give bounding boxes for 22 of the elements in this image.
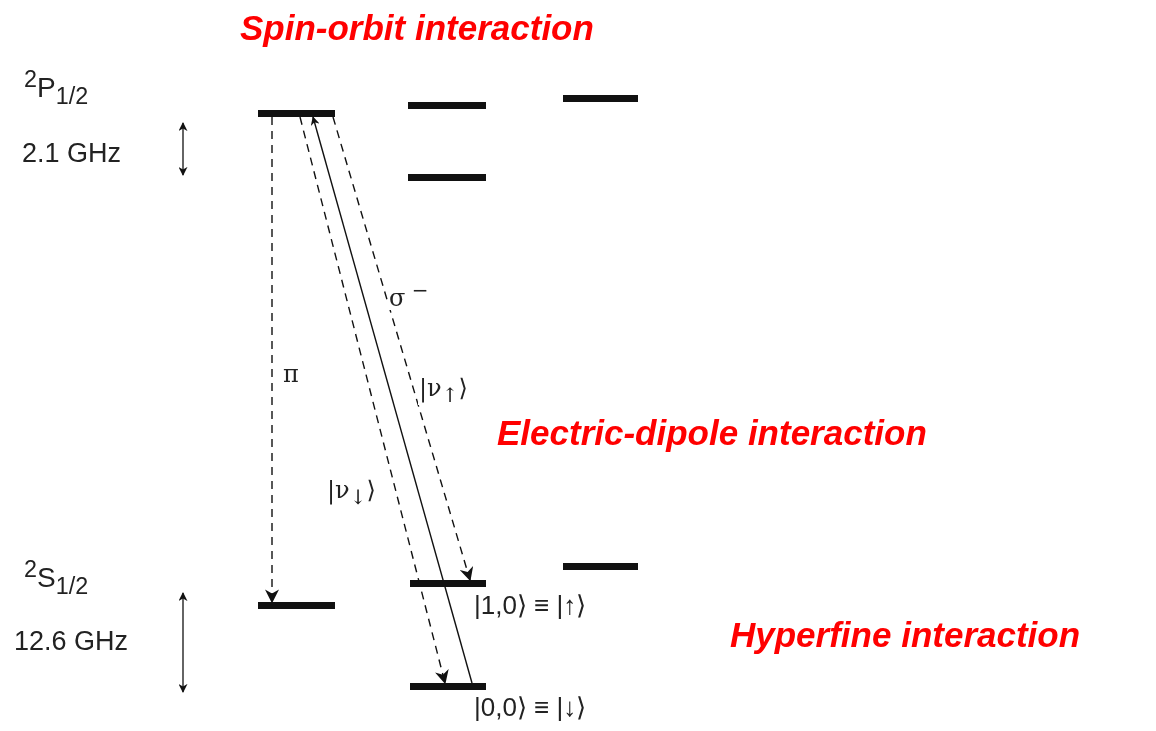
- term-symbol: $^{2}$P$_{1/2}$: [24, 68, 89, 109]
- transition-arrow: [310, 116, 473, 684]
- energy-level-bar: [258, 602, 335, 609]
- transition-arrow: [265, 116, 279, 604]
- heading: Hyperfine interaction: [730, 617, 1081, 652]
- term-symbol: $^{2}$S$_{1/2}$: [24, 558, 89, 599]
- heading: Electric-dipole interaction: [497, 415, 927, 450]
- frequency-label: 2.1 GHz: [22, 140, 122, 167]
- edge-label: |ν$_{↑}$⟩: [418, 376, 469, 405]
- energy-level-bar: [410, 683, 486, 690]
- energy-level-bar: [410, 580, 486, 587]
- state-label: |0,0⟩ ≡ |↓⟩: [474, 694, 587, 720]
- heading: Spin-orbit interaction: [240, 10, 594, 45]
- energy-level-bar: [563, 95, 638, 102]
- transition-arrow: [299, 116, 449, 685]
- state-label: |1,0⟩ ≡ |↑⟩: [474, 592, 587, 618]
- energy-level-bar: [258, 110, 335, 117]
- energy-level-bar: [408, 174, 486, 181]
- frequency-label: 12.6 GHz: [14, 628, 129, 655]
- transition-arrow: [332, 116, 474, 582]
- energy-level-bar: [563, 563, 638, 570]
- energy-level-bar: [408, 102, 486, 109]
